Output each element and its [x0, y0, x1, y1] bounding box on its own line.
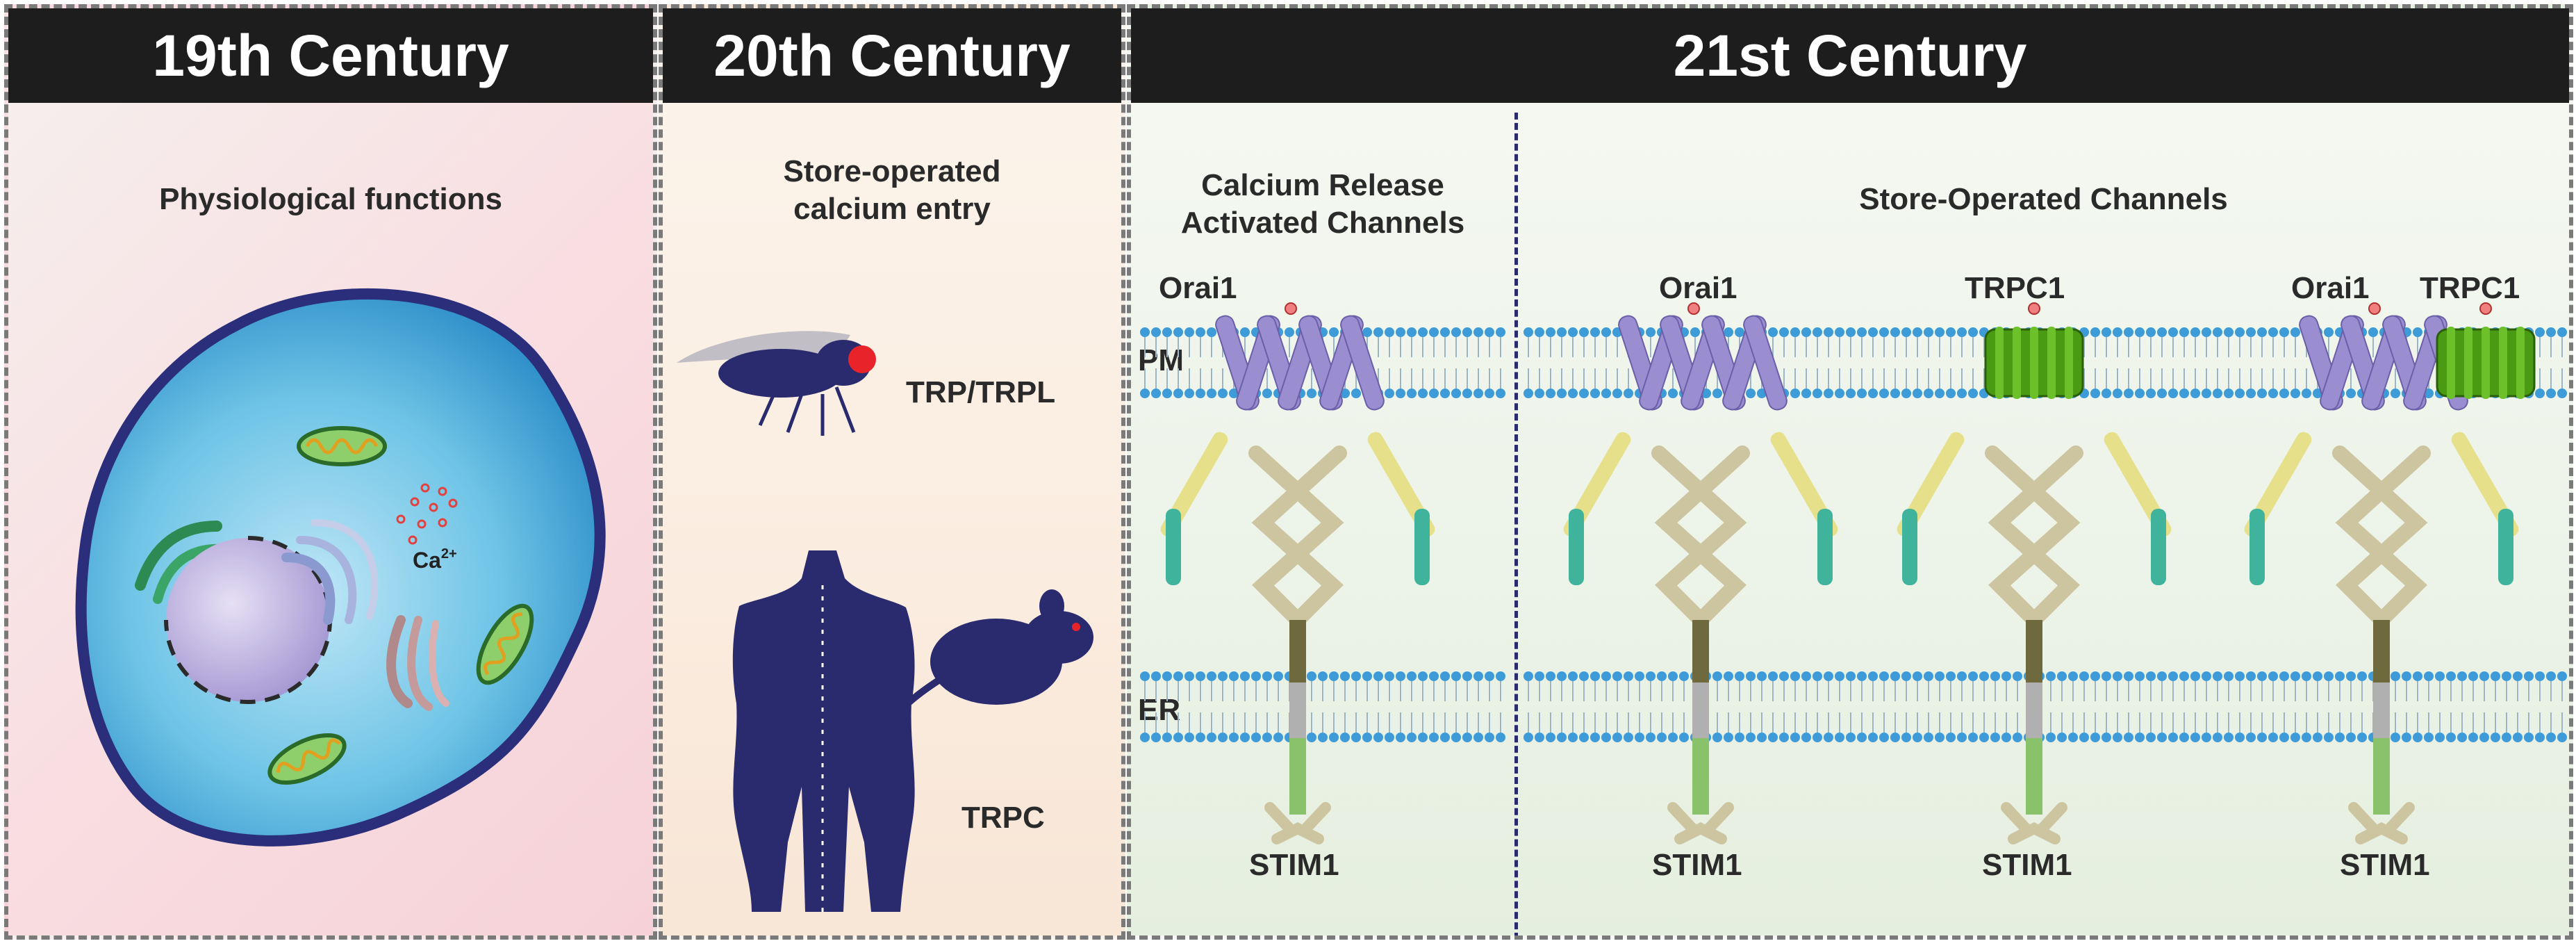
- panel-20th-century: 20th Century Store-operated calcium entr…: [659, 4, 1125, 940]
- orai1-channel-icon: [1618, 302, 1787, 411]
- calcium-ions-icon: [396, 483, 458, 545]
- svg-text:Ca2+: Ca2+: [413, 546, 457, 573]
- orai1-label: Orai1: [1659, 271, 1737, 305]
- rat-icon: [885, 589, 1093, 755]
- orai1-channel-icon: [1215, 302, 1385, 411]
- panel-subtitle: Physiological functions: [159, 182, 502, 216]
- trpc1-label: TRPC1: [2420, 271, 2520, 305]
- insect-channel-label: TRP/TRPL: [906, 375, 1056, 409]
- golgi-icon: [281, 519, 379, 625]
- panel-header: 21st Century: [1131, 8, 2569, 103]
- header-text: 19th Century: [152, 22, 509, 88]
- stim1-label: STIM1: [1652, 848, 1742, 882]
- trpc1-channel-icon: [2436, 302, 2536, 399]
- lipid-bilayer-icon: [1140, 671, 1505, 742]
- cell-icon: [75, 288, 606, 847]
- stim1-label: STIM1: [1982, 848, 2072, 882]
- orai1-label: Orai1: [2291, 271, 2370, 305]
- orai1-label: Orai1: [1159, 271, 1237, 305]
- human-silhouette-icon: [732, 550, 915, 912]
- ion-charge: 2+: [441, 546, 457, 562]
- panel-21st-century: 21st Century Calcium Release Activated C…: [1127, 4, 2573, 940]
- mammal-channel-label: TRPC: [961, 801, 1045, 835]
- panel-header: 20th Century: [663, 8, 1121, 103]
- section-divider: [1514, 113, 1518, 935]
- nucleus-icon: [166, 538, 330, 702]
- crac-title-line1: Calcium Release: [1201, 168, 1444, 202]
- mitochondrion-icon: [267, 733, 347, 785]
- stim1-protein-icon: [1563, 432, 1838, 844]
- soc-title: Store-Operated Channels: [1859, 182, 2228, 216]
- stim1-protein-icon: [1897, 432, 2172, 844]
- stim1-protein-icon: [2244, 432, 2519, 844]
- cell-diagram: Ca2+: [75, 288, 606, 847]
- golgi-icon: [386, 615, 449, 711]
- panel-19th-century: 19th Century Physiological functions: [4, 4, 657, 940]
- lipid-bilayer-icon: [1524, 671, 2567, 742]
- trpc1-channel-icon: [1984, 302, 2084, 399]
- header-text: 21st Century: [1673, 22, 2027, 88]
- panel-header: 19th Century: [8, 8, 653, 103]
- stim1-label: STIM1: [2340, 848, 2430, 882]
- stim1-label: STIM1: [1249, 848, 1339, 882]
- organism-illustrations: [677, 331, 1093, 912]
- header-text: 20th Century: [713, 22, 1071, 88]
- stim1-protein-icon: [1160, 432, 1435, 844]
- mitochondrion-icon: [297, 426, 387, 466]
- mitochondrion-icon: [476, 603, 534, 685]
- soce-diagram: [1140, 302, 2567, 844]
- panel-subtitle-line2: calcium entry: [793, 192, 991, 226]
- trpc1-label: TRPC1: [1965, 271, 2065, 305]
- crac-title-line2: Activated Channels: [1180, 206, 1465, 240]
- fly-icon: [677, 331, 876, 436]
- panel-subtitle-line1: Store-operated: [783, 154, 1001, 188]
- ion-label: Ca: [413, 548, 441, 573]
